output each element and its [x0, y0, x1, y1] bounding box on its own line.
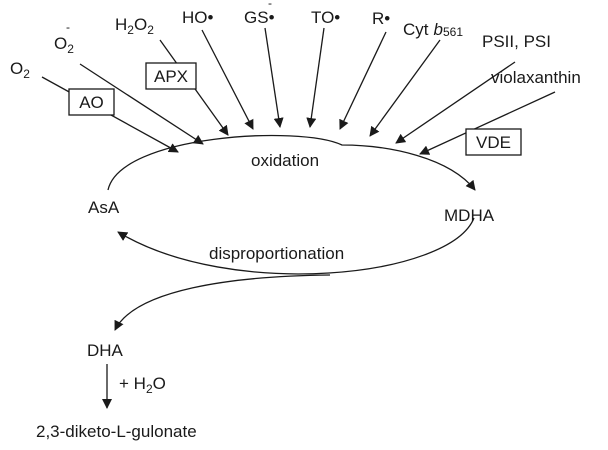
hydrolysis-label: + H2O: [119, 374, 166, 396]
apx-enzyme-box: APX: [145, 62, 197, 90]
disproportionation-arc: [117, 217, 475, 275]
photosystem-label: PSII, PSI: [482, 32, 551, 51]
arrow-gs-to-oxidation: [264, 27, 284, 128]
dha-label: DHA: [87, 341, 124, 360]
ao-enzyme-box: AO: [68, 88, 115, 116]
h2o2-label: H2O2: [115, 15, 154, 37]
arrow-to-to-oxidation: [306, 27, 325, 128]
arrow-cyt-to-oxidation: [369, 39, 441, 137]
hydroxyl-radical-label: HO•: [182, 8, 214, 27]
glutathione-radical-charge: -: [268, 0, 272, 10]
disproportionation-label: disproportionation: [209, 244, 344, 263]
apx-label: APX: [154, 67, 188, 86]
arrow-violaxanthin-to-oxidation: [419, 91, 556, 155]
arrow-superoxide-to-oxidation: [79, 63, 204, 145]
oxidation-label: oxidation: [251, 151, 319, 170]
arrow-hydroxyl-to-oxidation: [201, 29, 254, 130]
vde-label: VDE: [476, 133, 511, 152]
superoxide-charge: -: [66, 20, 70, 34]
diketo-gulonate-label: 2,3-diketo-L-gulonate: [36, 422, 197, 441]
mdha-label: MDHA: [444, 206, 495, 225]
violaxanthin-label: violaxanthin: [491, 68, 581, 87]
dha-branch-arc: [114, 274, 331, 331]
r-radical-label: R•: [372, 9, 390, 28]
asa-label: AsA: [88, 198, 120, 217]
oxidation-arc: [107, 134, 476, 191]
arrow-r-to-oxidation: [339, 31, 387, 130]
superoxide-label: O2: [54, 34, 74, 56]
glutathione-radical-label: GS•: [244, 8, 275, 27]
o2-label: O2: [10, 59, 30, 81]
vde-enzyme-box: VDE: [465, 128, 522, 156]
tocopheroxyl-radical-label: TO•: [311, 8, 340, 27]
ao-label: AO: [79, 93, 104, 112]
arrow-ps-to-oxidation: [395, 61, 516, 144]
